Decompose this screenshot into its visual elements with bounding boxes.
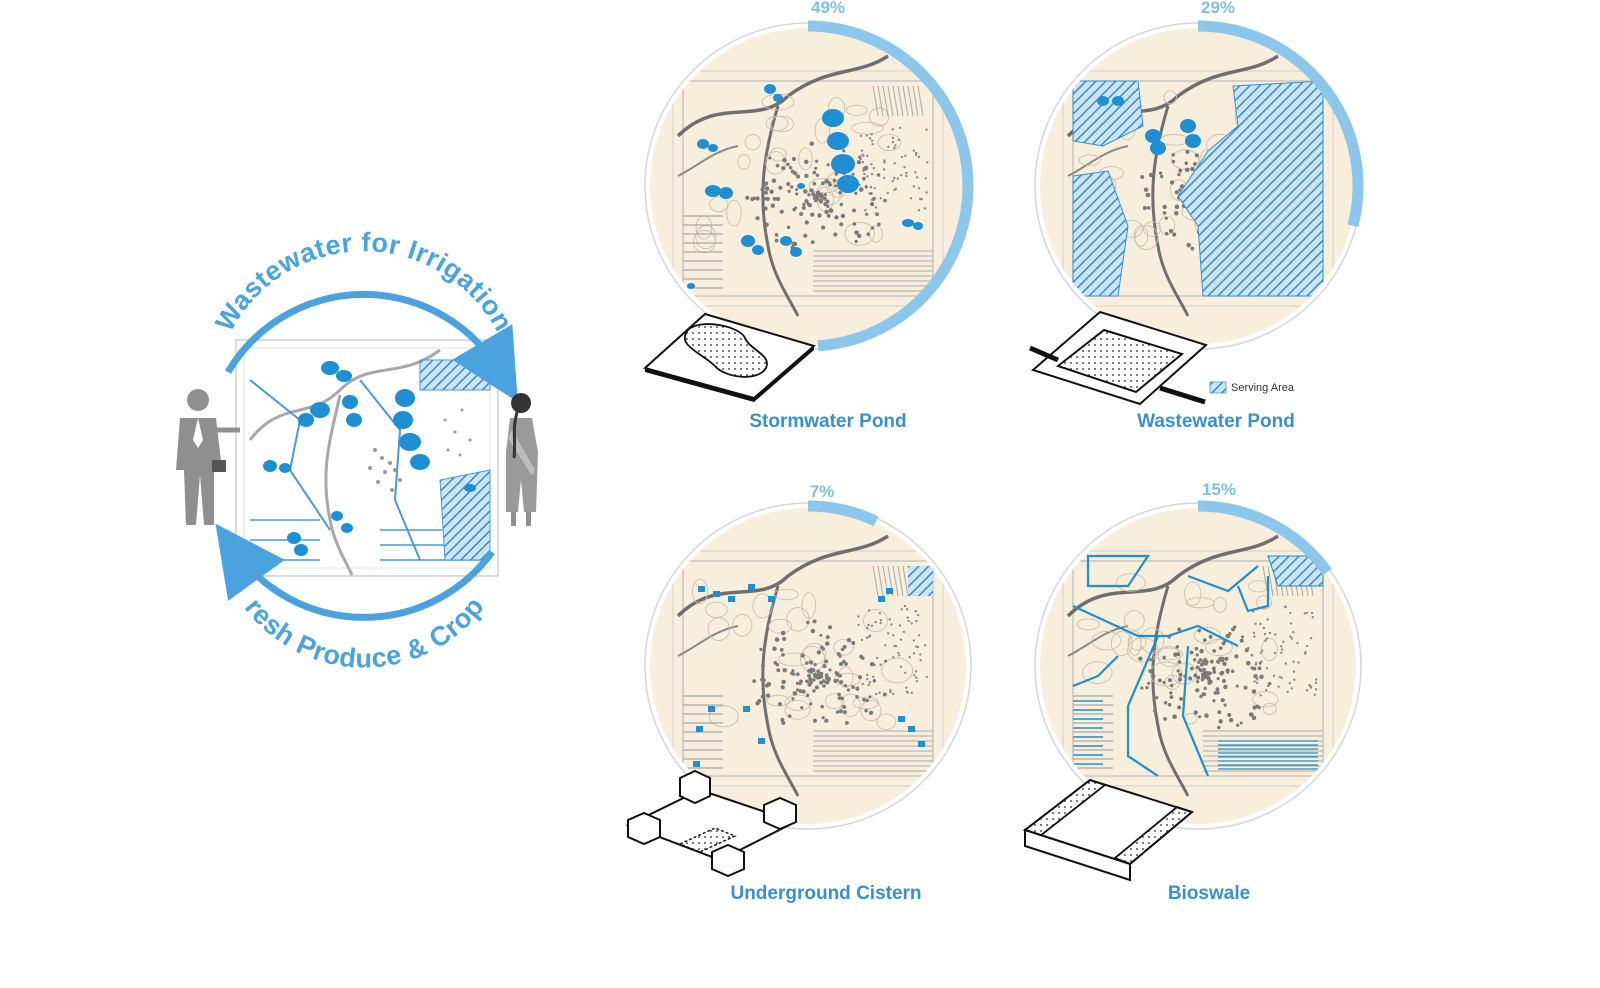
panel-map: [644, 20, 974, 352]
title-wastewater-pond: Wastewater Pond: [1137, 411, 1295, 432]
tank-isometric-icon: [1029, 310, 1208, 406]
panel-bioswale: [1034, 500, 1362, 830]
panel-wastewater-pond: [1034, 20, 1364, 350]
serving-area-legend: Serving Area: [1209, 381, 1295, 394]
progress-ring: [1197, 500, 1332, 576]
serving-area-label: Serving Area: [1231, 382, 1295, 394]
cycle-map: [235, 339, 499, 577]
title-underground-cistern: Underground Cistern: [730, 883, 921, 904]
irrigation-cycle-diagram: Wastewater for Irrigation Fresh Produce …: [0, 0, 538, 674]
progress-ring: [807, 20, 974, 352]
pond-isometric-icon: [642, 312, 817, 402]
progress-ring: [1197, 20, 1364, 228]
title-bioswale: Bioswale: [1168, 883, 1250, 904]
panel-map: [1034, 20, 1364, 350]
woman-icon: [506, 393, 538, 526]
cycle-top-label: Wastewater for Irrigation: [209, 227, 518, 336]
percent-label-wastewater-pond: 29%: [1201, 0, 1235, 17]
cycle-arrow-icon: [215, 290, 518, 621]
swale-isometric-icon: [1022, 778, 1195, 882]
cistern-isometric-icon: [625, 769, 798, 878]
progress-ring: [807, 500, 879, 527]
percent-label-bioswale: 15%: [1202, 480, 1236, 499]
percent-label-underground-cistern: 7%: [810, 482, 835, 501]
panel-map: [1034, 500, 1362, 830]
businessman-icon: [176, 389, 240, 525]
panel-stormwater-pond: [644, 20, 974, 352]
panel-map: [644, 500, 972, 830]
title-stormwater-pond: Stormwater Pond: [749, 411, 906, 432]
percent-label-stormwater-pond: 49%: [811, 0, 845, 17]
panel-underground-cistern: [644, 500, 972, 830]
serving-area-swatch: [1209, 381, 1227, 394]
